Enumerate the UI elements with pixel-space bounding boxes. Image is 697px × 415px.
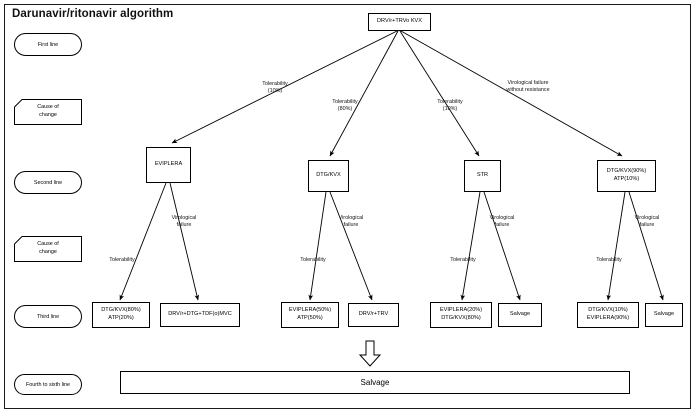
node-label: DTG/KVX(90%) ATP(10%) xyxy=(606,168,647,182)
edge-label-s1-virological: Virological failure xyxy=(338,215,364,229)
node-third-3: DRV/r+TRV xyxy=(348,303,399,327)
node-label: DTG/KVX(80%) ATP(20%) xyxy=(101,307,141,321)
node-bottom-salvage: Salvage xyxy=(120,371,630,394)
node-label: EVIPLERA xyxy=(154,161,183,168)
node-label: DRV/r+TRVo KVX xyxy=(376,18,423,25)
stage-first-line: First line xyxy=(14,33,82,56)
diagram-frame xyxy=(4,4,691,409)
node-label: DTG/KVX(10%) EVIPLERA(90%) xyxy=(586,307,630,321)
node-third-1: DRV/r+DTG+TDF(o)MVC xyxy=(160,303,240,327)
edge-label-s2-virological: Virological failure xyxy=(489,215,515,229)
node-root: DRV/r+TRVo KVX xyxy=(368,13,431,31)
node-third-5: Salvage xyxy=(498,303,542,327)
node-third-7: Salvage xyxy=(645,303,683,327)
node-label: EVIPLERA(50%) ATP(50%) xyxy=(288,307,332,321)
node-second-dtg-kvx-90: DTG/KVX(90%) ATP(10%) xyxy=(597,160,656,192)
node-second-str: STR xyxy=(464,160,501,192)
edge-label-s2-tolerability: Tolerability xyxy=(450,257,476,263)
node-second-eviplera: EVIPLERA xyxy=(146,147,191,183)
edge-label-s0-tolerability: Tolerability xyxy=(109,257,135,263)
node-label: Salvage xyxy=(653,311,675,318)
edge-label-root-3: Virological failure without resistance xyxy=(506,80,550,94)
stage-label: Cause of change xyxy=(37,104,59,118)
node-third-0: DTG/KVX(80%) ATP(20%) xyxy=(92,302,150,328)
node-label: DRV/r+DTG+TDF(o)MVC xyxy=(168,311,232,318)
banner-shape xyxy=(14,236,82,262)
edge-label-s0-virological: Virological failure xyxy=(171,215,197,229)
edge-label-root-2: Tolerability (10%) xyxy=(437,99,463,113)
stage-third-line: Third line xyxy=(14,305,82,328)
node-label: Salvage xyxy=(360,378,390,387)
node-third-2: EVIPLERA(50%) ATP(50%) xyxy=(281,302,339,328)
edge-label-root-0: Tolerability (10%) xyxy=(262,81,288,95)
stage-fourth-to-sixth-line: Fourth to sixth line xyxy=(14,374,82,395)
stage-label: Cause of change xyxy=(37,241,59,255)
page-title: Darunavir/ritonavir algorithm xyxy=(12,8,174,20)
node-label: DRV/r+TRV xyxy=(358,311,389,318)
banner-shape xyxy=(14,99,82,125)
node-label: STR xyxy=(476,172,489,179)
stage-second-line: Second line xyxy=(14,171,82,194)
stage-label: Second line xyxy=(33,179,63,186)
node-label: Salvage xyxy=(509,311,531,318)
down-arrow-icon xyxy=(358,340,382,367)
stage-label: Third line xyxy=(36,313,60,320)
node-label: EVIPLERA(20%) DTG/KVX(80%) xyxy=(439,307,483,321)
stage-label: Fourth to sixth line xyxy=(25,381,71,388)
stage-cause-of-change-2: Cause of change xyxy=(14,236,82,262)
edge-label-root-1: Tolerability (80%) xyxy=(332,99,358,113)
edge-label-s3-virological: Virological failure xyxy=(634,215,660,229)
edge-label-s3-tolerability: Tolerability xyxy=(596,257,622,263)
stage-label: First line xyxy=(37,41,59,48)
node-third-6: DTG/KVX(10%) EVIPLERA(90%) xyxy=(577,302,639,328)
node-third-4: EVIPLERA(20%) DTG/KVX(80%) xyxy=(430,302,492,328)
node-second-dtg-kvx: DTG/KVX xyxy=(308,160,349,192)
edge-label-s1-tolerability: Tolerability xyxy=(300,257,326,263)
stage-cause-of-change-1: Cause of change xyxy=(14,99,82,125)
node-label: DTG/KVX xyxy=(316,172,341,179)
